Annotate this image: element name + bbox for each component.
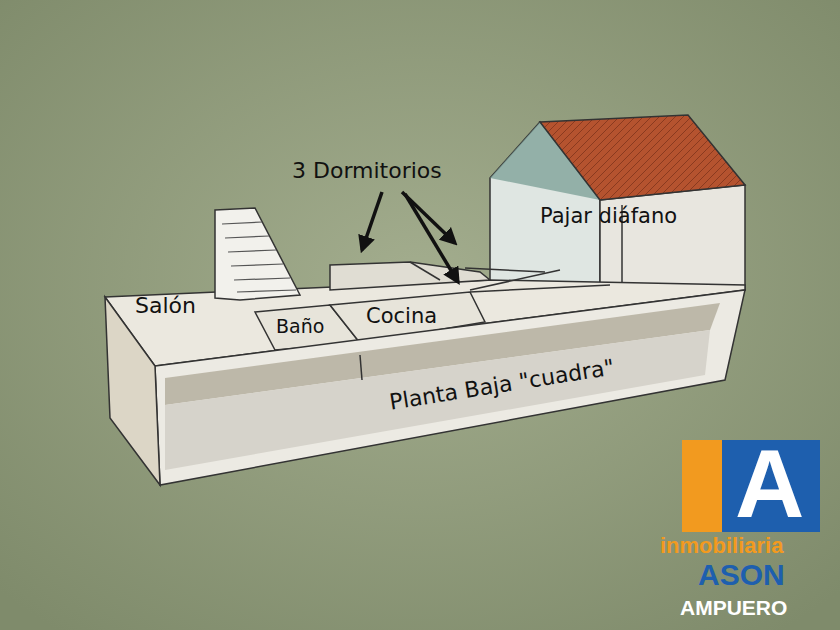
room-label: Salón (135, 295, 196, 317)
room-label: Pajar diáfano (540, 206, 677, 227)
logo-text: ASON (698, 560, 785, 590)
room-label: Baño (276, 317, 324, 336)
callout-text: 3 Dormitorios (292, 160, 442, 182)
logo-text: inmobiliaria (660, 535, 783, 557)
logo-letter: A (735, 436, 804, 532)
logo-text: AMPUERO (680, 597, 787, 618)
room-label: Cocina (366, 306, 437, 327)
